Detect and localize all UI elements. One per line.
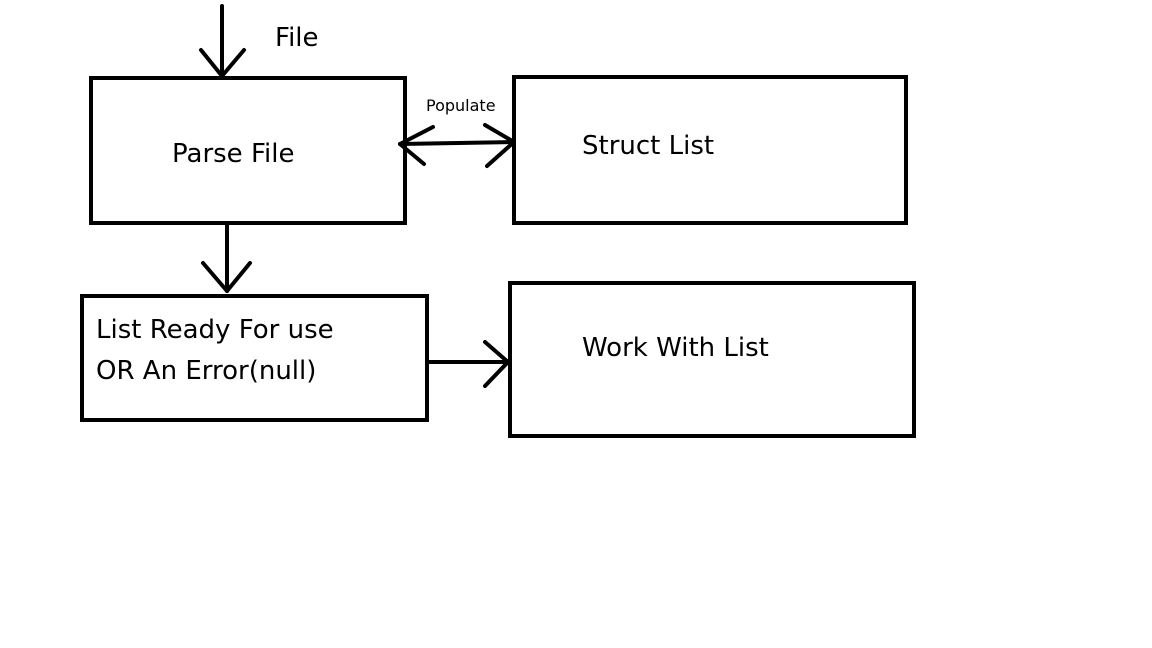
file-input-label: File [275, 23, 319, 53]
struct-list-box [512, 75, 908, 225]
struct-list-label: Struct List [582, 131, 714, 161]
file-input-arrow [199, 4, 246, 78]
parse-file-label: Parse File [172, 139, 294, 169]
work-with-list-box [508, 281, 916, 438]
work-with-list-label: Work With List [582, 333, 769, 363]
parse-to-ready-arrow [201, 223, 252, 293]
list-ready-box [80, 294, 429, 422]
ready-to-work-arrow [427, 340, 510, 388]
populate-arrow [398, 123, 516, 168]
list-ready-label-line1: List Ready For use [96, 315, 334, 345]
populate-label: Populate [426, 96, 496, 115]
parse-file-box [89, 76, 407, 225]
list-ready-label-line2: OR An Error(null) [96, 356, 316, 386]
